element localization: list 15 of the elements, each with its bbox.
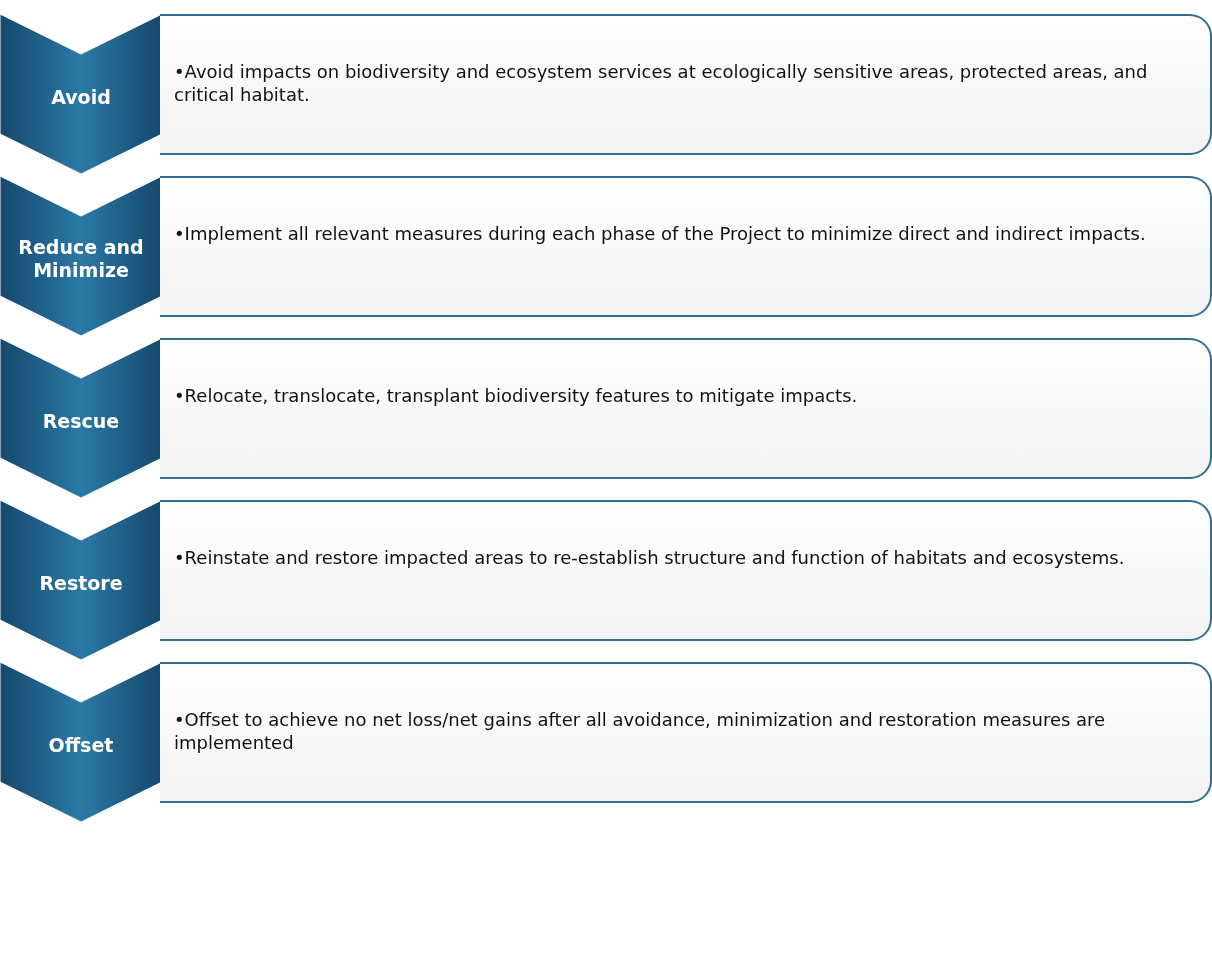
step-label: Restore: [38, 572, 124, 595]
chevron-shape: [0, 14, 162, 174]
step-description: •Relocate, translocate, transplant biodiversity features to mitigate impacts.: [174, 384, 859, 407]
step-description: •Reinstate and restore impacted areas to re-establish structure and function of habitats and ecosystems.: [174, 546, 1126, 569]
step-label: Offset: [47, 734, 115, 757]
step-label: Avoid: [50, 86, 112, 109]
step-label: Rescue: [41, 410, 121, 433]
chevron-shape: [0, 500, 162, 660]
step-description: •Avoid impacts on biodiversity and ecosystem services at ecologically sensitive areas, protected areas, and critical habitat.: [174, 60, 1149, 106]
chevron-shape: [0, 176, 162, 336]
step-label: Reduce and Minimize: [17, 236, 145, 282]
step-description: •Implement all relevant measures during each phase of the Project to minimize direct and indirect impacts.: [174, 222, 1147, 245]
chevron-shape: [0, 338, 162, 498]
step-description: •Offset to achieve no net loss/net gains after all avoidance, minimization and restoration measures are implemented: [174, 708, 1107, 754]
chevron-shape: [0, 662, 162, 822]
